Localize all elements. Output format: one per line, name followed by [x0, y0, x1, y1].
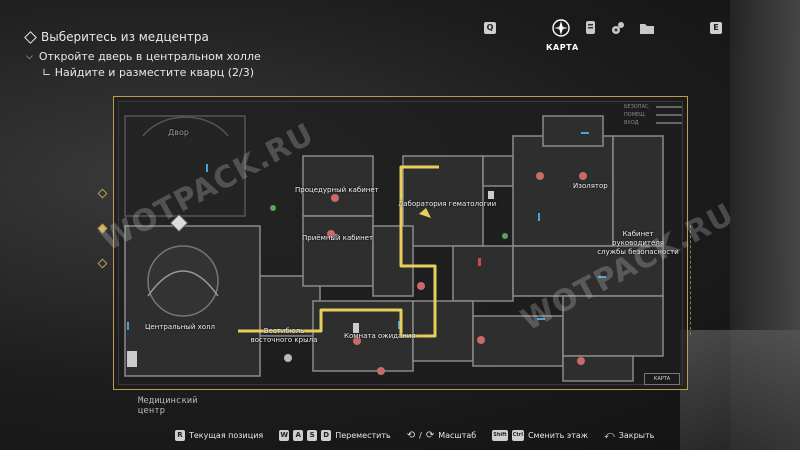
hint-key-a[interactable]: A — [293, 430, 304, 441]
trigger-icon: ⟳ — [425, 430, 435, 441]
room-label-isolator: Изолятор — [573, 182, 608, 190]
hint-zoom-separator: / — [419, 431, 422, 440]
hint-floor: Сменить этаж — [527, 431, 589, 440]
mouse-wheel-icon: ⟲ — [406, 430, 416, 441]
close-icon[interactable]: ⤺ — [604, 430, 615, 441]
tab-bar: Q КАРТА E — [0, 0, 800, 60]
objective-subsub-text: ∟ Найдите и разместите кварц (2/3) — [42, 66, 254, 79]
hint-current-position: Текущая позиция — [189, 431, 264, 440]
hint-key-r[interactable]: R — [175, 430, 185, 441]
room-label-east-lobby: Вестибюль восточного крыла — [250, 327, 318, 344]
hint-key-d[interactable]: D — [321, 430, 332, 441]
tab-map-label: КАРТА — [546, 43, 579, 52]
hint-close: Закрыть — [618, 431, 655, 440]
room-label-procedure: Процедурный кабинет — [295, 186, 379, 194]
map-scroll-rail — [690, 225, 697, 335]
prev-tab-key[interactable]: Q — [484, 22, 496, 34]
hint-zoom: Масштаб — [438, 431, 477, 440]
room-label-security-office: Кабинет руководителя службы безопасности — [597, 230, 679, 256]
hint-key-shift[interactable]: Shift — [492, 430, 508, 441]
compass-icon[interactable] — [551, 18, 571, 38]
legend-item: ВХОД — [624, 120, 639, 126]
legend-item: ПОМЕЩ. — [624, 112, 647, 118]
background-desk — [680, 330, 800, 450]
hint-key-w[interactable]: W — [279, 430, 290, 441]
legend-item: БЕЗОПАС. — [624, 104, 650, 110]
objectives-panel: Выберитесь из медцентра ⌵ Откройте дверь… — [24, 30, 261, 79]
folder-icon[interactable] — [637, 18, 657, 38]
facility-name: Медицинский центр — [138, 396, 198, 416]
objective-sub-text: Откройте дверь в центральном холле — [38, 50, 261, 63]
floor-plan[interactable] — [113, 96, 688, 390]
facility-name-line1: Медицинский — [138, 396, 198, 406]
next-tab-key[interactable]: E — [710, 22, 722, 34]
objective-sub: ⌵ Откройте дверь в центральном холле — [26, 50, 261, 63]
room-label-hematology: Лаборатория гематологии — [398, 200, 497, 208]
map-badge: КАРТА — [644, 373, 680, 385]
chevron-down-icon: ⌵ — [26, 51, 33, 62]
facility-name-line2: центр — [138, 406, 166, 416]
hint-move: Переместить — [335, 431, 391, 440]
file-icon[interactable] — [580, 18, 600, 38]
room-label-waiting-room: Комната ожидания — [344, 332, 416, 340]
room-label-central-hall: Центральный холл — [145, 323, 215, 331]
map-legend: БЕЗОПАС. ПОМЕЩ. ВХОД — [624, 103, 682, 127]
control-hints: R Текущая позиция W A S D Переместить ⟲ … — [175, 430, 654, 441]
gear-icon[interactable] — [608, 18, 628, 38]
room-label-reception: Приёмный кабинет — [302, 234, 374, 242]
room-label-courtyard: Двор — [168, 128, 189, 137]
objective-main-text: Выберитесь из медцентра — [41, 30, 209, 44]
hint-key-ctrl[interactable]: Ctrl — [511, 430, 524, 441]
objective-main: Выберитесь из медцентра — [24, 30, 261, 44]
map-inner-border — [118, 101, 683, 385]
hint-key-s[interactable]: S — [307, 430, 318, 441]
